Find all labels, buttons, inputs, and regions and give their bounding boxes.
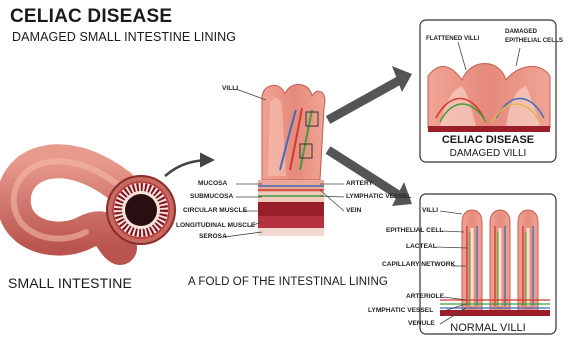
label-flattened-villi: FLATTENED VILLI: [426, 36, 479, 42]
label-mucosa: MUCOSA: [198, 181, 227, 188]
small-intestine-graphic: [14, 161, 120, 248]
label-epithelial-cell: EPITHELIAL CELL: [386, 228, 443, 235]
normal-panel-title: NORMAL VILLI: [420, 322, 556, 334]
label-serosa: SEROSA: [199, 234, 227, 241]
damaged-panel-subtitle: DAMAGED VILLI: [420, 148, 556, 159]
caption-fold: A FOLD OF THE INTESTINAL LINING: [188, 276, 388, 288]
label-damaged: DAMAGED: [505, 29, 537, 35]
label-epithelial-cells: EPITHELIAL CELLS: [505, 38, 563, 44]
caption-small-intestine: SMALL INTESTINE: [8, 275, 132, 291]
label-normal-lymphatic-vessel: LYMPHATIC VESSEL: [368, 308, 433, 315]
damaged-panel-title: CELIAC DISEASE: [420, 134, 556, 146]
label-vein: VEIN: [346, 208, 361, 215]
label-normal-villi: VILLI: [422, 208, 438, 215]
intestine-cross-section: [107, 176, 175, 244]
label-arteriole: ARTERIOLE: [406, 294, 444, 301]
page-subtitle: DAMAGED SMALL INTESTINE LINING: [12, 30, 236, 44]
page-title: CELIAC DISEASE: [10, 6, 172, 28]
label-longitudinal-muscle: LONGITUDINAL MUSCLE: [176, 223, 255, 230]
label-lacteal: LACTEAL: [406, 244, 437, 251]
label-circular-muscle: CIRCULAR MUSCLE: [183, 208, 247, 215]
fold-graphic: [258, 84, 325, 236]
label-villi: VILLI: [222, 86, 238, 93]
label-artery: ARTERY: [346, 181, 373, 188]
label-capillary-network: CAPILLARY NETWORK: [382, 262, 455, 269]
label-lymphatic-vessel: LYMPHATIC VESSEL: [346, 194, 411, 201]
label-submucosa: SUBMUCOSA: [190, 194, 233, 201]
